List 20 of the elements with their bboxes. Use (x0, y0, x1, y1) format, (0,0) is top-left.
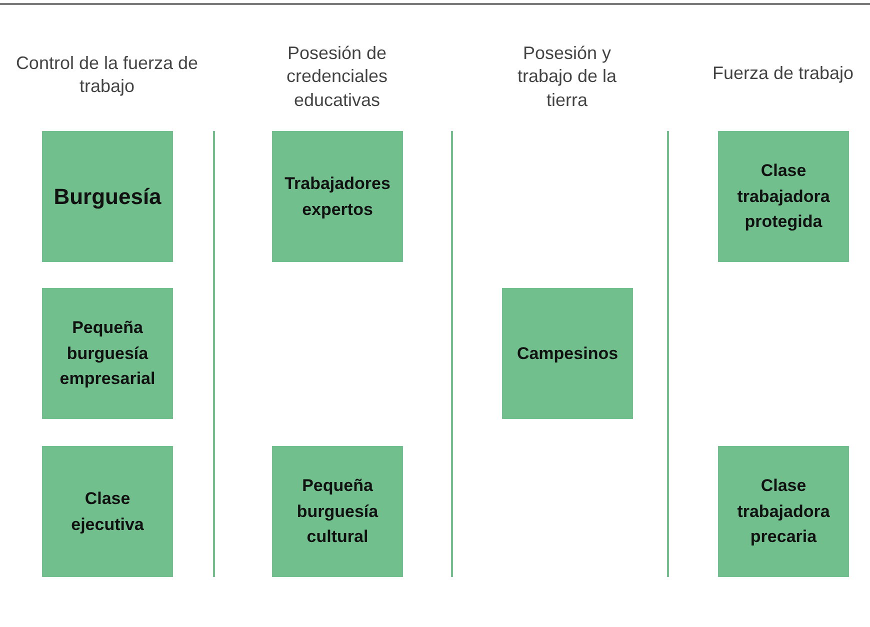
class-name: Clase trabajadora protegida (736, 160, 831, 234)
column-heading: Posesión y trabajo de la tierra (516, 42, 618, 112)
class-box (502, 288, 633, 419)
class-name: Pequeña burguesía cultural (296, 475, 380, 548)
class-name: Clase trabajadora precaria (736, 475, 831, 548)
class-box (272, 131, 403, 262)
class-box (718, 446, 849, 577)
column-heading: Control de la fuerza de trabajo (14, 52, 200, 98)
class-box (42, 446, 173, 577)
column-heading: Posesión de credenciales educativas (285, 42, 389, 112)
class-name: Burguesía (54, 183, 162, 211)
class-box (718, 131, 849, 262)
class-name: Trabajadores expertos (284, 173, 392, 220)
class-box (42, 131, 173, 262)
class-box (42, 288, 173, 419)
class-box (272, 446, 403, 577)
class-name: Campesinos (516, 342, 618, 365)
class-name: Clase ejecutiva (70, 488, 145, 536)
class-name: Pequeña burguesía empresarial (58, 317, 156, 390)
column-heading: Fuerza de trabajo (711, 62, 855, 85)
